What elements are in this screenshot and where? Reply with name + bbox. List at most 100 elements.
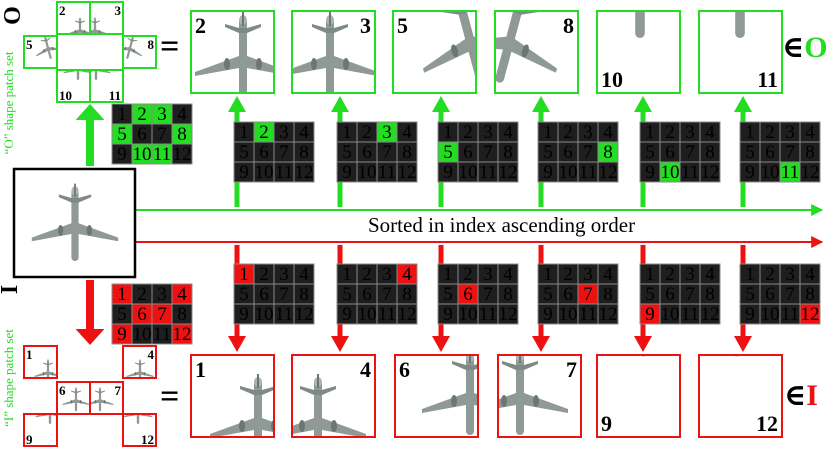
- grid-number-7: 7: [157, 124, 167, 145]
- grid-number-2: 2: [563, 264, 573, 285]
- o-patch-1-border: [190, 10, 275, 94]
- i-patch-6-bg: [699, 355, 782, 437]
- i-small-patch-6-border: [122, 413, 157, 447]
- grid-number-12: 12: [599, 162, 618, 183]
- i-small-label-5: 9: [26, 432, 33, 447]
- o-patch-3: 5: [392, 10, 477, 94]
- grid-number-6: 6: [362, 284, 372, 305]
- grid-number-10: 10: [459, 304, 478, 325]
- grid-number-4: 4: [402, 122, 412, 143]
- o-patch-2-border: [291, 10, 376, 94]
- grid-number-3: 3: [157, 104, 167, 125]
- grid-number-12: 12: [173, 324, 192, 345]
- grid-number-1: 1: [443, 122, 453, 143]
- grid-number-10: 10: [133, 324, 152, 345]
- i-small-label-1: 1: [26, 347, 33, 362]
- grid-number-11: 11: [781, 304, 799, 325]
- grid-number-3: 3: [483, 122, 493, 143]
- grid-number-3: 3: [382, 264, 392, 285]
- caption-text: Sorted in index ascending order: [368, 213, 636, 237]
- red-down-arrow-main: [75, 280, 105, 345]
- o-patch-3-border: [392, 10, 477, 94]
- grid-number-3: 3: [583, 264, 593, 285]
- grid-number-8: 8: [177, 124, 187, 145]
- o-small-patch-6: 11: [89, 69, 124, 103]
- grid-number-9: 9: [443, 162, 453, 183]
- grid-number-1: 1: [117, 104, 127, 125]
- o-patch-5: 10: [596, 10, 681, 94]
- grid-number-1: 1: [443, 264, 453, 285]
- grid-number-6: 6: [259, 142, 269, 163]
- grid-number-9: 9: [239, 162, 249, 183]
- i-patch-5: 9: [596, 354, 681, 438]
- o-small-patch-2-border: [89, 1, 124, 35]
- grid-number-11: 11: [781, 162, 799, 183]
- grid-number-1: 1: [745, 122, 755, 143]
- i-membership-letter: I: [806, 379, 818, 412]
- grid-number-8: 8: [705, 142, 715, 163]
- i-small-patch-5: 9: [23, 413, 58, 447]
- grid-number-9: 9: [117, 144, 127, 165]
- grid-number-11: 11: [579, 162, 597, 183]
- o-small-label-2: 3: [115, 3, 122, 18]
- grid-number-5: 5: [342, 142, 352, 163]
- grid-number-7: 7: [583, 142, 593, 163]
- grid-number-7: 7: [785, 284, 795, 305]
- grid-number-6: 6: [665, 284, 675, 305]
- grid-number-10: 10: [459, 162, 478, 183]
- grid-number-12: 12: [398, 304, 417, 325]
- grid-number-5: 5: [443, 142, 453, 163]
- grid-number-9: 9: [239, 304, 249, 325]
- grid-number-4: 4: [299, 264, 309, 285]
- grid-number-2: 2: [665, 264, 675, 285]
- o-small-patch-4-border: [122, 35, 157, 69]
- grid-number-10: 10: [661, 162, 680, 183]
- o-patch-1: 2: [190, 10, 275, 94]
- grid-number-3: 3: [583, 122, 593, 143]
- grid-number-3: 3: [483, 264, 493, 285]
- grid-number-8: 8: [805, 284, 815, 305]
- grid-number-1: 1: [239, 122, 249, 143]
- grid-number-10: 10: [133, 144, 152, 165]
- i-patch-5-border: [596, 354, 681, 438]
- grid-number-12: 12: [801, 304, 820, 325]
- grid-number-9: 9: [117, 324, 127, 345]
- grid-number-8: 8: [177, 304, 187, 325]
- o-patch-2: 3: [291, 10, 376, 94]
- grid-number-4: 4: [805, 122, 815, 143]
- grid-number-4: 4: [177, 284, 187, 305]
- grid-number-3: 3: [382, 122, 392, 143]
- grid-number-4: 4: [603, 122, 613, 143]
- grid-number-9: 9: [645, 304, 655, 325]
- i-small-patch-2-border: [122, 345, 157, 379]
- i-small-patch-2: 4: [122, 345, 157, 379]
- grid-number-11: 11: [378, 162, 396, 183]
- i-small-patch-1-border: [23, 345, 58, 379]
- o-membership-letter: O: [804, 31, 828, 64]
- grid-number-8: 8: [603, 284, 613, 305]
- grid-number-2: 2: [665, 122, 675, 143]
- grid-number-9: 9: [443, 304, 453, 325]
- grid-number-1: 1: [645, 264, 655, 285]
- i-small-label-6: 12: [141, 432, 154, 447]
- grid-number-9: 9: [342, 162, 352, 183]
- o-small-patch-1: 2: [56, 1, 91, 35]
- grid-cell-12: [293, 303, 315, 325]
- grid-number-12: 12: [701, 162, 720, 183]
- grid-number-6: 6: [765, 142, 775, 163]
- grid-number-4: 4: [603, 264, 613, 285]
- o-small-patch-3-bg: [24, 36, 57, 68]
- grid-number-10: 10: [761, 162, 780, 183]
- grid-number-2: 2: [137, 104, 147, 125]
- grid-number-5: 5: [117, 304, 127, 325]
- grid-number-10: 10: [559, 304, 578, 325]
- grid-number-9: 9: [342, 304, 352, 325]
- i-patch-label-6: 12: [756, 411, 778, 436]
- grid-number-8: 8: [805, 142, 815, 163]
- grid-number-2: 2: [765, 264, 775, 285]
